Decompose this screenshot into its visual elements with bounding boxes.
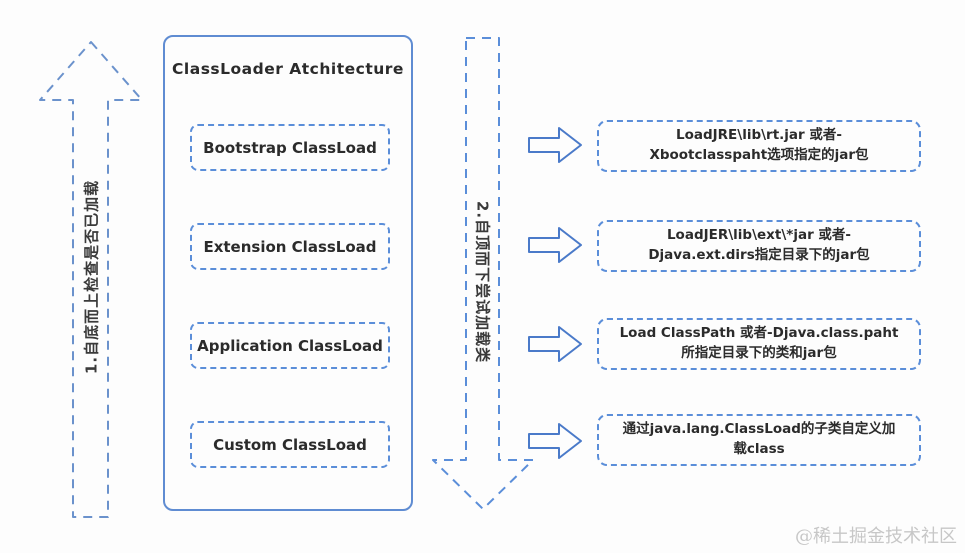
description-box-bootstrap: LoadJRE\lib\rt.jar 或者- Xbootclasspaht选项指…	[597, 120, 921, 172]
description-line: Djava.ext.dirs指定目录下的jar包	[648, 247, 870, 263]
description-box-extension: LoadJER\lib\ext\*jar 或者- Djava.ext.dirs指…	[597, 220, 921, 272]
loader-box-bootstrap: Bootstrap ClassLoad	[190, 124, 390, 171]
loader-box-application: Application ClassLoad	[190, 322, 390, 369]
panel-title: ClassLoader Atchitecture	[172, 60, 404, 78]
right-arrow-icon-1	[528, 127, 582, 163]
description-line: 通过java.lang.ClassLoad的子类自定义加	[622, 421, 896, 438]
right-arrow-icon-3	[528, 326, 582, 362]
description-box-application: Load ClassPath 或者-Djava.class.paht 所指定目录…	[597, 318, 921, 370]
watermark: @稀土掘金技术社区	[795, 526, 957, 547]
description-line: LoadJER\lib\ext\*jar 或者-	[666, 227, 852, 244]
classloader-architecture-panel: ClassLoader Atchitecture Bootstrap Class…	[163, 35, 413, 511]
loader-box-extension: Extension ClassLoad	[190, 223, 390, 270]
description-line: 所指定目录下的类和jar包	[681, 345, 837, 361]
description-line: 载class	[733, 441, 785, 457]
right-arrow-icon-4	[528, 423, 582, 459]
top-down-arrow-label: 2.自顶而下尝试加载类	[473, 200, 492, 364]
description-line: LoadJRE\lib\rt.jar 或者-	[675, 127, 842, 144]
description-line: Load ClassPath 或者-Djava.class.paht	[619, 325, 899, 342]
description-box-custom: 通过java.lang.ClassLoad的子类自定义加 载class	[597, 414, 921, 466]
right-arrow-icon-2	[528, 227, 582, 263]
bottom-up-arrow-label: 1.自底而上检查是否已加载	[82, 179, 101, 375]
loader-box-custom: Custom ClassLoad	[190, 421, 390, 468]
description-line: Xbootclasspaht选项指定的jar包	[649, 147, 869, 163]
